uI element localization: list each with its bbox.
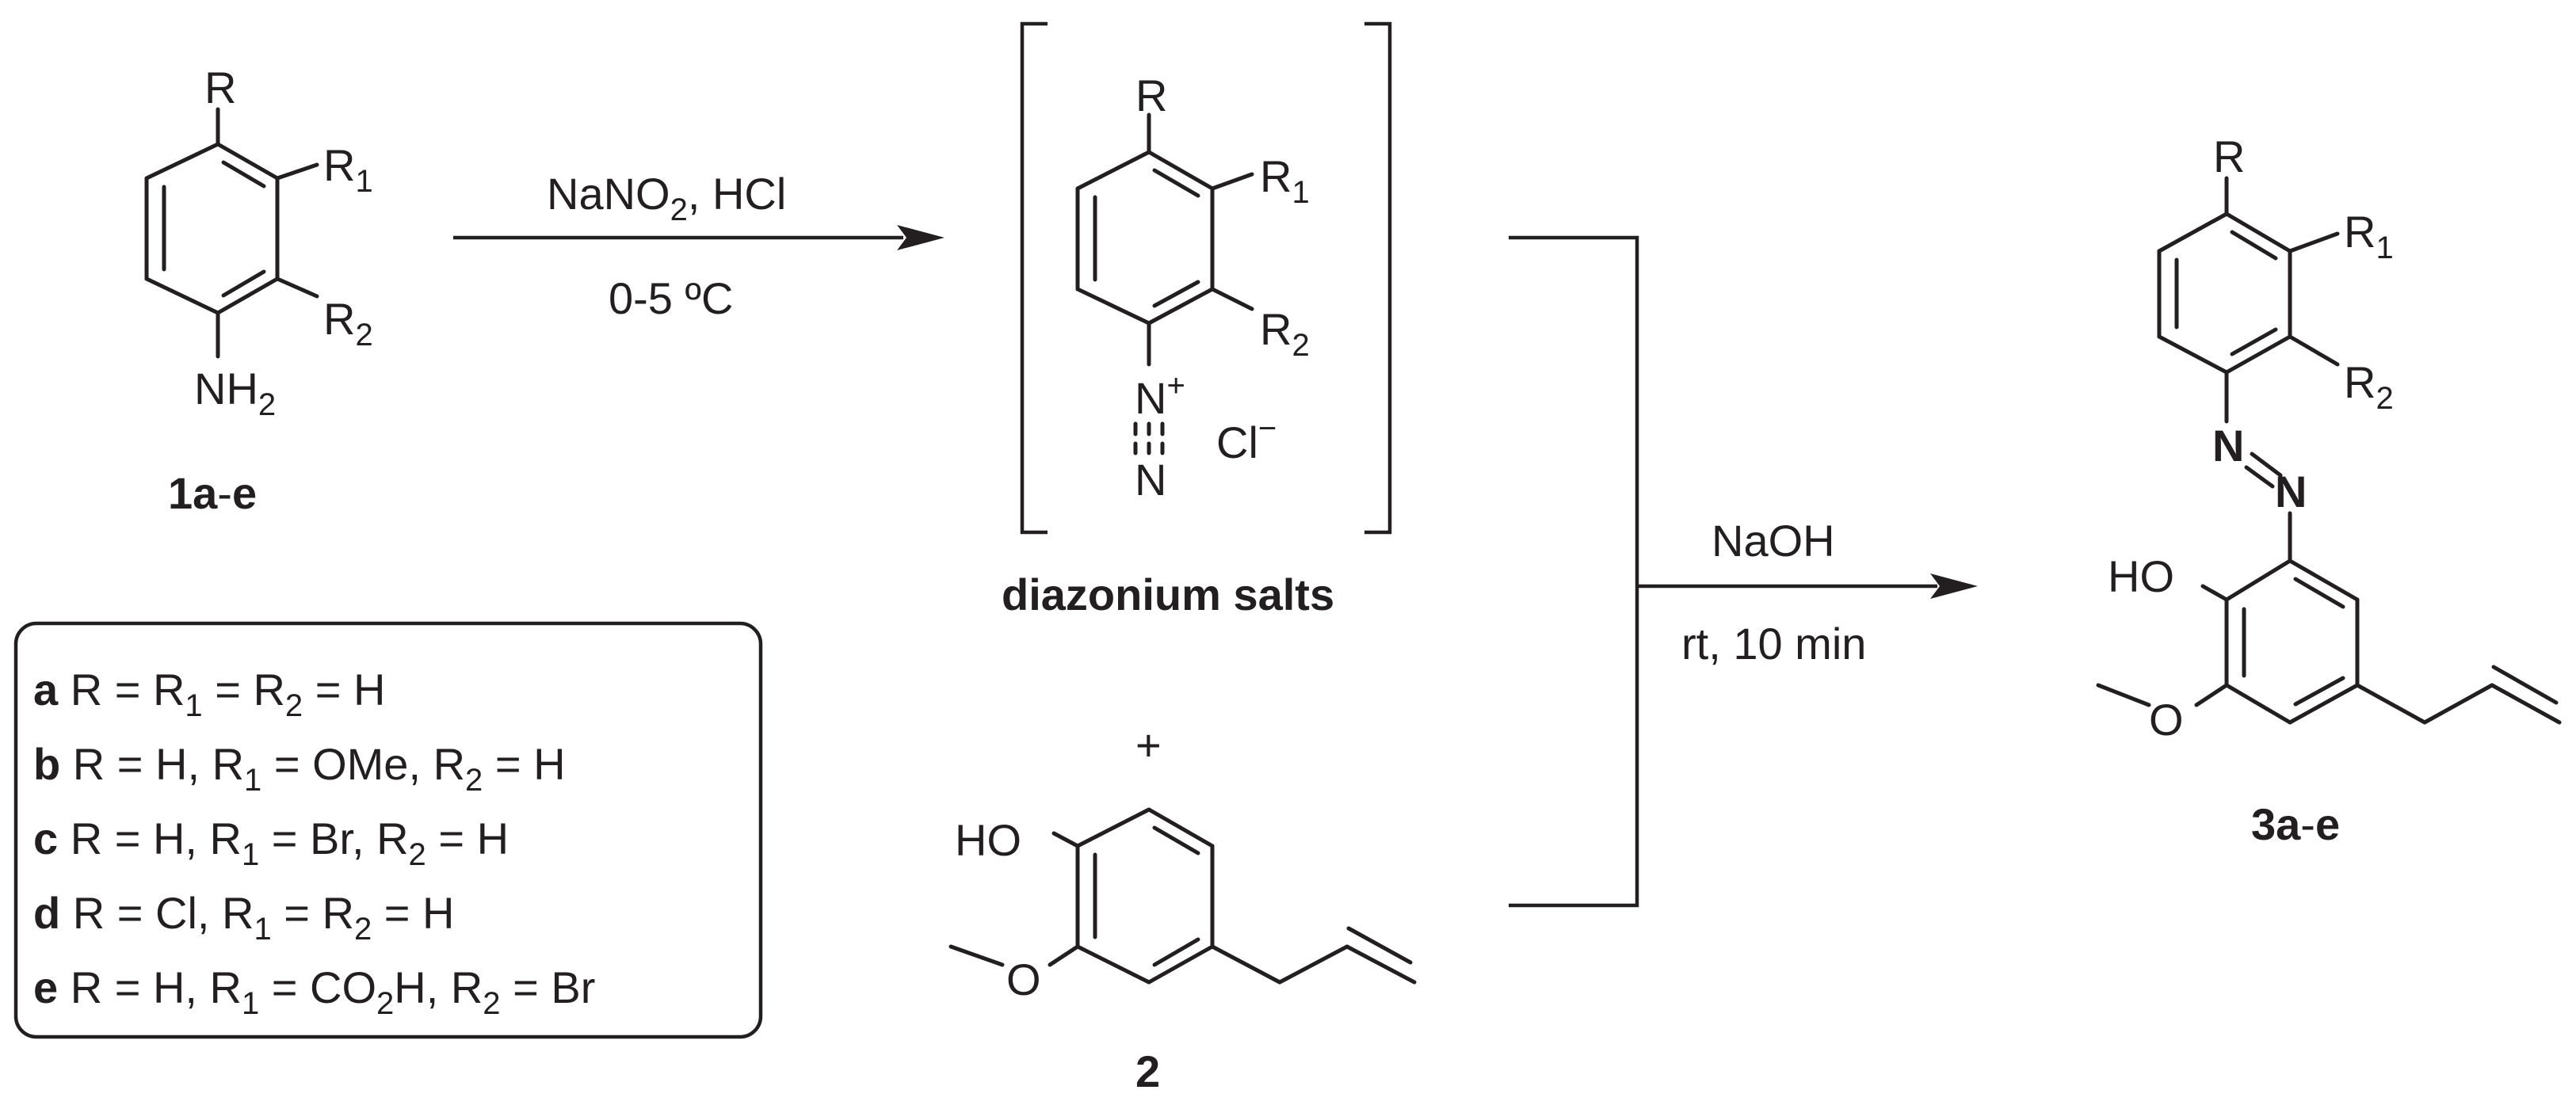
substituent-letter: b: [33, 739, 73, 789]
atom-label-r2: R2: [323, 294, 373, 352]
substituent-letter: c: [33, 814, 71, 863]
atom-label-r: R: [1135, 70, 1167, 120]
reagent-nano2-hcl: NaNO2, HCl: [547, 169, 786, 227]
atom-label-n-plus: N+: [1135, 368, 1185, 423]
substituent-letter: e: [33, 962, 71, 1012]
diazonium-structure: [1075, 112, 1254, 455]
plus-sign: +: [1135, 720, 1162, 770]
atom-label-ho: HO: [2108, 551, 2174, 601]
product-3-label: 3a-e: [2251, 799, 2340, 849]
substituent-row-a: a R = R1 = R2 = H: [33, 665, 385, 723]
atom-label-n: N: [2212, 421, 2244, 471]
compound-2-structure: [948, 807, 1417, 985]
atom-label-r1: R1: [1260, 151, 1310, 210]
diazonium-brackets: [1020, 21, 1392, 535]
reaction-arrow-2: [1509, 235, 1978, 908]
substituent-row-d: d R = Cl, R1 = R2 = H: [33, 888, 455, 947]
atom-label-r: R: [204, 63, 236, 112]
atom-label-r1: R1: [2344, 207, 2394, 265]
compound-1-structure: [144, 107, 319, 359]
reagent-conditions: rt, 10 min: [1681, 619, 1866, 669]
diazonium-label: diazonium salts: [1002, 570, 1334, 619]
reagent-naoh: NaOH: [1712, 516, 1835, 566]
atom-label-n: N: [2275, 467, 2307, 516]
atom-label-r1: R1: [323, 140, 373, 199]
substituent-letter: a: [33, 665, 71, 714]
atom-label-n: N: [1135, 455, 1166, 505]
compound-2-label: 2: [1135, 1046, 1160, 1096]
atom-label-o: O: [1006, 954, 1041, 1004]
product-3-structure: [2096, 176, 2562, 725]
atom-label-ho: HO: [955, 815, 1021, 865]
substituent-row-c: c R = H, R1 = Br, R2 = H: [33, 814, 509, 872]
substituent-row-b: b R = H, R1 = OMe, R2 = H: [33, 739, 566, 798]
substituent-legend-box: [13, 621, 763, 1039]
atom-label-r: R: [2213, 131, 2245, 181]
reagent-temperature: 0-5 ºC: [609, 273, 733, 323]
substituent-row-e: e R = H, R1 = CO2H, R2 = Br: [33, 962, 595, 1021]
atom-label-o: O: [2149, 695, 2184, 745]
substituent-legend: a R = R1 = R2 = H b R = H, R1 = OMe, R2 =…: [33, 665, 595, 1021]
atom-label-r2: R2: [2344, 357, 2394, 416]
chloride-counterion: Cl−: [1216, 411, 1277, 467]
atom-label-nh2: NH2: [194, 364, 276, 422]
atom-label-r2: R2: [1260, 304, 1310, 363]
substituent-letter: d: [33, 888, 73, 938]
reaction-arrow-1: [453, 225, 945, 250]
compound-1-label: 1a-e: [168, 468, 257, 518]
